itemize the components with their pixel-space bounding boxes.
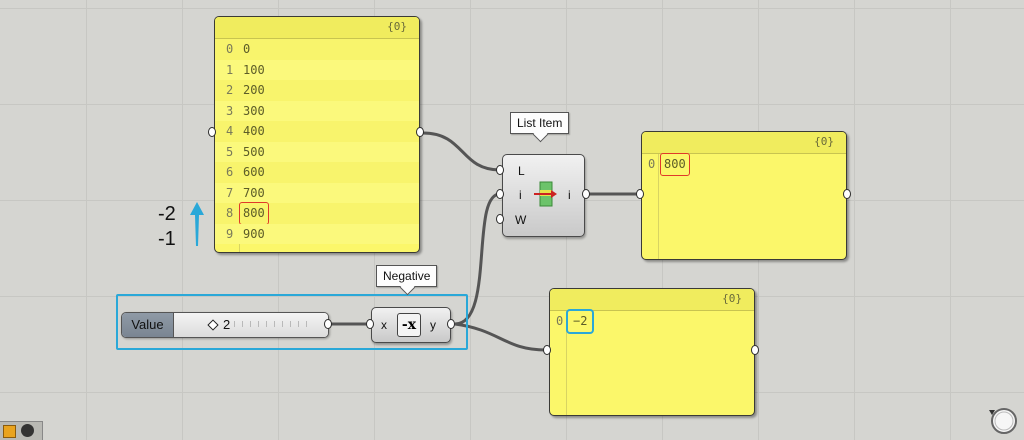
row-index: 8 xyxy=(226,206,234,220)
list-item: 6 600 xyxy=(215,162,419,183)
row-index: 1 xyxy=(226,62,234,77)
negative-input-x: x xyxy=(381,318,387,332)
input-i: i xyxy=(519,188,522,202)
list-item-tooltip-text: List Item xyxy=(517,116,563,130)
selection-highlight xyxy=(116,294,468,350)
negated-index: 0 xyxy=(556,314,564,328)
row-index: 5 xyxy=(226,144,234,159)
negative-tooltip: Negative xyxy=(376,265,438,296)
row-index: 4 xyxy=(226,124,234,138)
list-item-icon xyxy=(534,181,557,207)
source-panel-path: {0} xyxy=(215,17,419,39)
negated-panel-input-grip[interactable] xyxy=(543,345,551,355)
list-item-i-grip[interactable] xyxy=(496,189,504,199)
compass-icon[interactable] xyxy=(987,404,1019,436)
negated-panel-output-grip[interactable] xyxy=(751,345,759,355)
row-index: 2 xyxy=(226,83,234,97)
annotation-minus-1: -1 xyxy=(158,228,176,250)
list-item: 5 500 xyxy=(215,141,419,162)
list-item-tooltip: List Item xyxy=(510,112,570,143)
row-value: 400 xyxy=(243,124,265,138)
row-value: 800 xyxy=(239,202,269,225)
result-divider xyxy=(658,154,659,259)
up-arrow-icon xyxy=(190,202,204,246)
result-panel[interactable]: {0} 0 800 xyxy=(641,131,847,260)
row-value: 300 xyxy=(243,103,265,118)
slider-track[interactable]: 2 xyxy=(174,313,328,337)
source-panel-input-grip[interactable] xyxy=(208,127,216,137)
result-panel-path: {0} xyxy=(642,132,846,154)
list-item-component[interactable]: L i W i xyxy=(502,154,585,237)
list-item: 2 200 xyxy=(215,80,419,101)
result-index: 0 xyxy=(648,157,656,171)
negative-output-y: y xyxy=(430,318,436,332)
list-item-output-grip[interactable] xyxy=(582,189,590,199)
list-item: 9 900 xyxy=(215,223,419,244)
status-bar xyxy=(0,421,43,440)
negative-icon: -x xyxy=(397,313,421,337)
row-value: 500 xyxy=(243,144,265,159)
list-item: 8 800 xyxy=(215,202,419,225)
number-slider[interactable]: Value 2 xyxy=(121,312,329,338)
source-panel-output-grip[interactable] xyxy=(416,127,424,137)
negated-row: 0 −2 xyxy=(550,309,754,334)
slider-value: 2 xyxy=(223,317,231,332)
output-i: i xyxy=(568,188,571,202)
list-item: 7 700 xyxy=(215,182,419,203)
warning-icon[interactable] xyxy=(3,425,16,438)
row-index: 7 xyxy=(226,185,234,200)
list-item: 3 300 xyxy=(215,100,419,121)
state-icon[interactable] xyxy=(21,424,34,437)
list-item: 1 100 xyxy=(215,59,419,80)
row-value: 900 xyxy=(243,226,265,241)
result-panel-output-grip[interactable] xyxy=(843,189,851,199)
slider-output-grip[interactable] xyxy=(324,319,332,329)
row-value: 0 xyxy=(243,42,251,56)
row-value: 700 xyxy=(243,185,265,200)
slider-label: Value xyxy=(122,313,174,337)
input-W: W xyxy=(515,213,527,227)
annotation-minus-2: -2 xyxy=(158,203,176,225)
list-item: 4 400 xyxy=(215,121,419,142)
row-value: 100 xyxy=(243,62,265,77)
slider-knob-icon[interactable] xyxy=(207,319,219,331)
row-index: 9 xyxy=(226,226,234,241)
list-item-W-grip[interactable] xyxy=(496,214,504,224)
row-value: 600 xyxy=(243,165,265,179)
negative-input-grip[interactable] xyxy=(366,319,374,329)
row-index: 0 xyxy=(226,42,234,56)
negated-panel[interactable]: {0} 0 −2 xyxy=(549,288,755,416)
row-value: 200 xyxy=(243,83,265,97)
negated-panel-path: {0} xyxy=(550,289,754,311)
row-index: 6 xyxy=(226,165,234,179)
negative-component[interactable]: x -x y xyxy=(371,307,451,343)
list-item-L-grip[interactable] xyxy=(496,165,504,175)
negative-output-grip[interactable] xyxy=(447,319,455,329)
result-panel-input-grip[interactable] xyxy=(636,189,644,199)
result-value: 800 xyxy=(660,153,690,176)
row-index: 3 xyxy=(226,103,234,118)
negative-tooltip-text: Negative xyxy=(383,269,431,283)
negated-divider xyxy=(566,311,567,415)
negated-value: −2 xyxy=(565,309,595,334)
wire-y-to-neg-panel[interactable] xyxy=(454,322,547,352)
wire-list-to-L[interactable] xyxy=(422,131,501,172)
result-row: 0 800 xyxy=(642,153,846,176)
input-L: L xyxy=(518,164,525,178)
